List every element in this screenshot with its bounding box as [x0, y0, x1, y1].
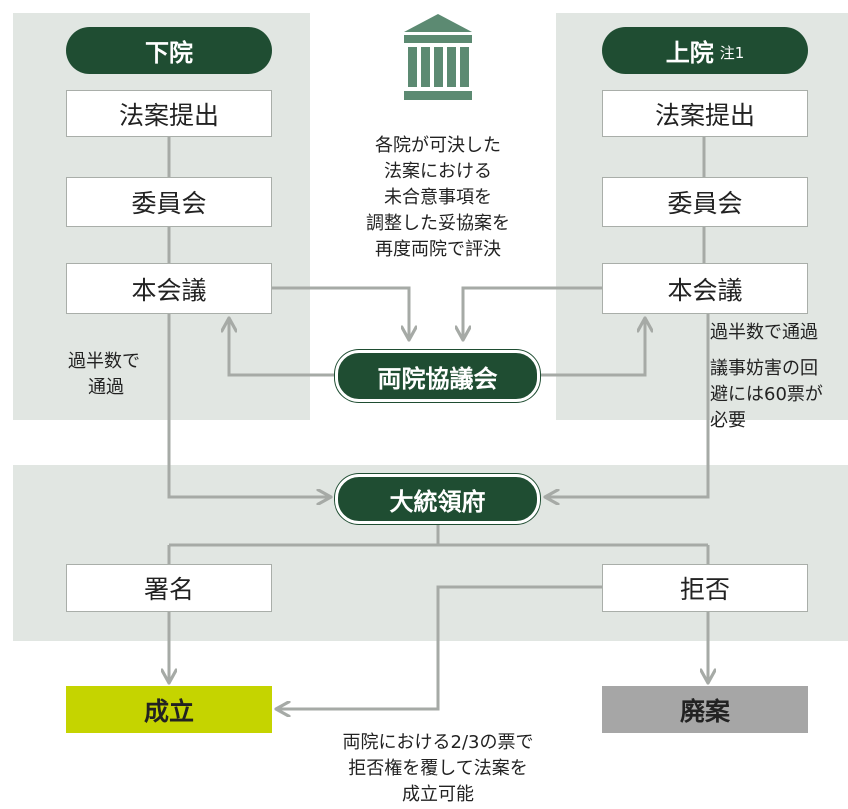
override-note: 両院における2/3の票で 拒否権を覆して法案を 成立可能 — [298, 730, 578, 808]
conference-description-line: 未合意事項を — [384, 187, 492, 208]
house-label-text: 下院 — [145, 39, 193, 67]
filibuster-note-line: 必要 — [710, 410, 746, 431]
senate-label: 上院 注1 — [602, 27, 808, 74]
senate-label-text: 上院 — [665, 39, 714, 67]
senate-bill-introduction: 法案提出 — [602, 90, 808, 137]
senate-note-marker: 注1 — [719, 44, 745, 62]
senate-filibuster-note: 議事妨害の回 避には60票が 必要 — [710, 356, 823, 434]
house-plenary: 本会議 — [66, 263, 272, 314]
conference-description-line: 調整した妥協案を — [366, 213, 510, 234]
president-office: 大統領府 — [335, 474, 540, 524]
conference-description-line: 再度両院で評決 — [375, 239, 501, 260]
house-bill-introduction: 法案提出 — [66, 90, 272, 137]
override-note-line: 成立可能 — [402, 784, 474, 805]
filibuster-note-line: 避には60票が — [710, 384, 823, 405]
conference-description: 各院が可決した 法案における 未合意事項を 調整した妥協案を 再度両院で評決 — [338, 133, 538, 263]
senate-pass-note: 過半数で通過 — [710, 320, 818, 346]
veto-box: 拒否 — [602, 564, 808, 612]
failed-outcome: 廃案 — [602, 686, 808, 733]
conference-description-line: 法案における — [384, 161, 492, 182]
filibuster-note-line: 議事妨害の回 — [710, 358, 818, 379]
conference-committee: 両院協議会 — [335, 350, 540, 402]
house-pass-note-line: 通過 — [88, 377, 124, 398]
override-note-line: 両院における2/3の票で — [342, 732, 534, 753]
house-pass-note: 過半数で 通過 — [68, 349, 140, 401]
sign-box: 署名 — [66, 564, 272, 612]
senate-pass-note-line: 過半数で通過 — [710, 322, 818, 343]
override-note-line: 拒否権を覆して法案を — [348, 758, 528, 779]
senate-plenary: 本会議 — [602, 263, 808, 314]
house-pass-note-line: 過半数で — [68, 351, 140, 372]
house-committee: 委員会 — [66, 177, 272, 227]
president-office-label: 大統領府 — [389, 487, 486, 516]
conference-description-line: 各院が可決した — [375, 135, 501, 156]
house-label: 下院 — [66, 27, 272, 74]
conference-committee-label: 両院協議会 — [377, 364, 498, 393]
senate-committee: 委員会 — [602, 177, 808, 227]
capitol-building-icon — [404, 14, 472, 100]
enacted-outcome: 成立 — [66, 686, 272, 733]
